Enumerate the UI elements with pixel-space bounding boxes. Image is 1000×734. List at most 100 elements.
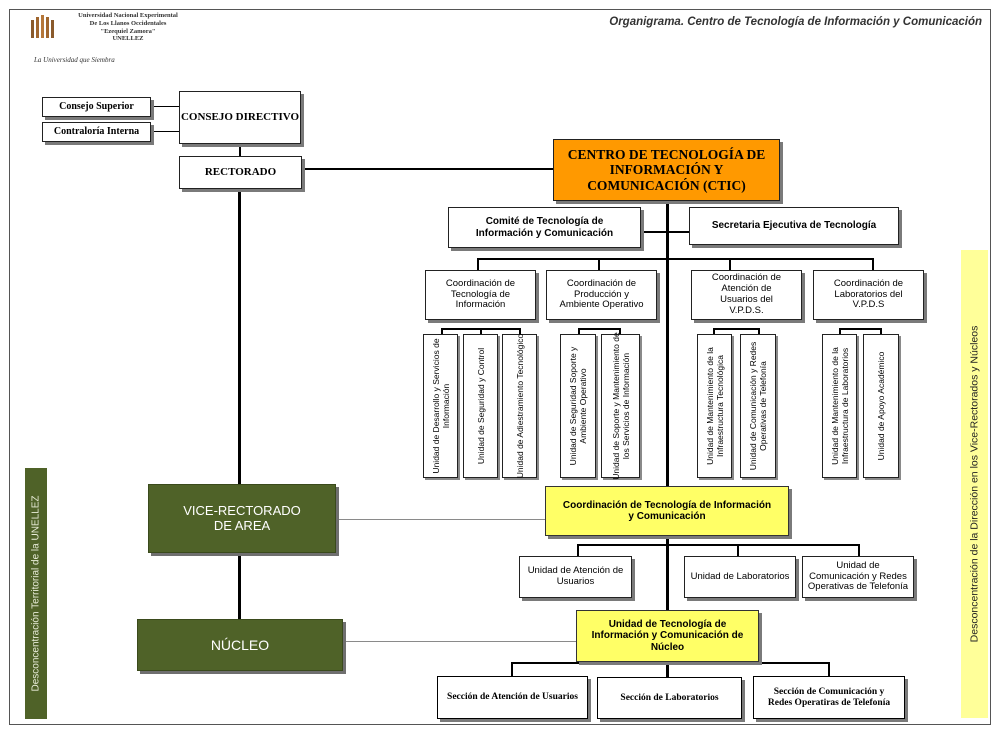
unit-label-1b: Unidad de Seguridad y Control	[475, 347, 486, 465]
unit-label-4b: Unidad de Apoyo Académico	[875, 351, 886, 461]
connector-rectorado-ctic	[302, 168, 553, 170]
unit-box-1b: Unidad de Seguridad y Control	[463, 334, 498, 478]
right-side-label-bar: Desconcentración de la Dirección en los …	[961, 250, 988, 718]
institution-line-3: "Ezequiel Zamora"	[100, 27, 156, 35]
connector-directivo-rectorado	[239, 144, 241, 156]
vice-coordination-label: Coordinación de Tecnología de Informació…	[562, 499, 772, 523]
connector-vice-nucleo	[238, 553, 241, 619]
vice-unit-label-3: Unidad de Comunicación y Redes Operativa…	[807, 559, 909, 593]
coordination-box-1: Coordinación de Tecnología de Informació…	[425, 270, 536, 320]
connector-coord-3	[729, 258, 731, 270]
connector-units-bus-2	[579, 328, 621, 330]
connector-main-left-vertical	[238, 189, 241, 484]
unit-box-1c: Unidad de Adiestramiento Tecnológico	[502, 334, 537, 478]
coordination-label-1: Coordinación de Tecnología de Informació…	[445, 277, 516, 311]
connector-coord-1	[477, 258, 479, 270]
connector-sections-bus	[512, 662, 830, 664]
nucleo-section-label-3: Sección de Comunicación y Redes Operatir…	[767, 686, 891, 708]
chart-frame	[9, 9, 991, 725]
ctic-label: CENTRO DE TECNOLOGÍA DE INFORMACIÓN Y CO…	[567, 146, 766, 193]
consejo-directivo-label: CONSEJO DIRECTIVO	[180, 111, 300, 124]
connector-unit-2b	[619, 328, 621, 334]
connector-unit-4a	[839, 328, 841, 334]
connector-unit-1a	[441, 328, 443, 334]
connector-nucleo-unit	[343, 641, 576, 642]
connector-units-bus-4	[840, 328, 882, 330]
vice-rectorado-label: VICE-RECTORADO DE AREA	[183, 502, 301, 533]
connector-vice-unit-1	[577, 544, 579, 556]
nucleo-label: NÚCLEO	[210, 636, 270, 653]
connector-section-3	[828, 662, 830, 676]
institution-line-4: UNELLEZ	[112, 35, 144, 43]
coordination-label-3: Coordinación de Atención de Usuarios del…	[711, 272, 782, 316]
connector-unit-3b	[758, 328, 760, 334]
comite-label: Comité de Tecnología de Información y Co…	[475, 216, 614, 239]
vice-coordination-box: Coordinación de Tecnología de Informació…	[545, 486, 789, 536]
connector-coord-bus	[478, 258, 874, 260]
institution-name: Universidad Nacional Experimental De Los…	[58, 12, 198, 43]
connector-unit-4b	[880, 328, 882, 334]
vice-unit-label-1: Unidad de Atención de Usuarios	[527, 565, 624, 587]
left-side-label: Desconcentración Territorial de la UNELL…	[30, 495, 42, 692]
coordination-box-4: Coordinación de Laboratorios del V.P.D.S	[813, 270, 924, 320]
rectorado-box: RECTORADO	[179, 156, 302, 189]
connector-comite	[641, 231, 689, 233]
institution-motto: La Universidad que Siembra	[34, 56, 115, 64]
consejo-superior-label: Consejo Superior	[59, 101, 134, 113]
ctic-box: CENTRO DE TECNOLOGÍA DE INFORMACIÓN Y CO…	[553, 139, 780, 201]
unit-label-3b: Unidad de Comunicación y Redes Operativa…	[747, 341, 768, 471]
unit-label-2b: Unidad de Soporte y Mantenimiento de los…	[610, 332, 631, 480]
nucleo-section-box-3: Sección de Comunicación y Redes Operatir…	[753, 676, 905, 719]
vice-unit-box-2: Unidad de Laboratorios	[684, 556, 796, 598]
contraloria-interna-label: Contraloría Interna	[53, 126, 140, 138]
connector-unit-2a	[578, 328, 580, 334]
coordination-label-2: Coordinación de Producción y Ambiente Op…	[559, 277, 644, 311]
institution-line-2: De Los Llanos Occidentales	[89, 19, 167, 27]
connector-unit-1c	[519, 328, 521, 334]
connector-vice-units-bus	[578, 544, 860, 546]
consejo-superior-box: Consejo Superior	[42, 97, 151, 117]
unit-box-3a: Unidad de Mantenimiento de la Infraestru…	[697, 334, 732, 478]
connector-ctic-spine	[666, 201, 669, 681]
nucleo-section-box-1: Sección de Atención de Usuarios	[437, 676, 588, 719]
connector-consejo-superior	[151, 106, 179, 107]
nucleo-unit-box: Unidad de Tecnología de Información y Co…	[576, 610, 759, 662]
unit-box-2a: Unidad de Seguridad Soporte y Ambiente O…	[560, 334, 596, 478]
contraloria-interna-box: Contraloría Interna	[42, 122, 151, 142]
coordination-box-3: Coordinación de Atención de Usuarios del…	[691, 270, 802, 320]
vice-unit-box-1: Unidad de Atención de Usuarios	[519, 556, 632, 598]
connector-units-bus-3	[714, 328, 760, 330]
vice-unit-box-3: Unidad de Comunicación y Redes Operativa…	[802, 556, 914, 598]
connector-vice-unit-3	[858, 544, 860, 556]
nucleo-section-box-2: Sección de Laboratorios	[597, 677, 742, 719]
comite-box: Comité de Tecnología de Información y Co…	[448, 207, 641, 248]
institution-line-1: Universidad Nacional Experimental	[78, 12, 178, 19]
unit-box-2b: Unidad de Soporte y Mantenimiento de los…	[601, 332, 640, 480]
rectorado-label: RECTORADO	[204, 166, 277, 179]
connector-vice-unit-2	[737, 544, 739, 556]
unit-box-1a: Unidad de Desarrollo y Servicios de Info…	[423, 334, 458, 478]
secretaria-label: Secretaria Ejecutiva de Tecnología	[711, 220, 877, 232]
nucleo-unit-label: Unidad de Tecnología de Información y Co…	[591, 618, 744, 653]
nucleo-section-label-2: Sección de Laboratorios	[620, 692, 719, 703]
unit-label-4a: Unidad de Mantenimiento de la Infraestru…	[829, 347, 850, 465]
unit-box-4b: Unidad de Apoyo Académico	[863, 334, 899, 478]
unit-box-4a: Unidad de Mantenimiento de la Infraestru…	[822, 334, 857, 478]
connector-contraloria	[151, 131, 179, 132]
connector-unit-3a	[713, 328, 715, 334]
unit-label-1a: Unidad de Desarrollo y Servicios de Info…	[430, 338, 451, 474]
connector-section-1	[511, 662, 513, 676]
left-side-label-bar: Desconcentración Territorial de la UNELL…	[25, 468, 47, 719]
page-title: Organigrama. Centro de Tecnología de Inf…	[609, 16, 982, 28]
nucleo-box: NÚCLEO	[137, 619, 343, 671]
connector-unit-1b	[480, 328, 482, 334]
unit-label-2a: Unidad de Seguridad Soporte y Ambiente O…	[567, 346, 588, 466]
connector-coord-4	[872, 258, 874, 270]
coordination-box-2: Coordinación de Producción y Ambiente Op…	[546, 270, 657, 320]
unit-box-3b: Unidad de Comunicación y Redes Operativa…	[740, 334, 776, 478]
connector-coord-2	[598, 258, 600, 270]
unit-label-1c: Unidad de Adiestramiento Tecnológico	[514, 333, 525, 479]
secretaria-box: Secretaria Ejecutiva de Tecnología	[689, 207, 899, 245]
right-side-label: Desconcentración de la Dirección en los …	[968, 325, 981, 643]
